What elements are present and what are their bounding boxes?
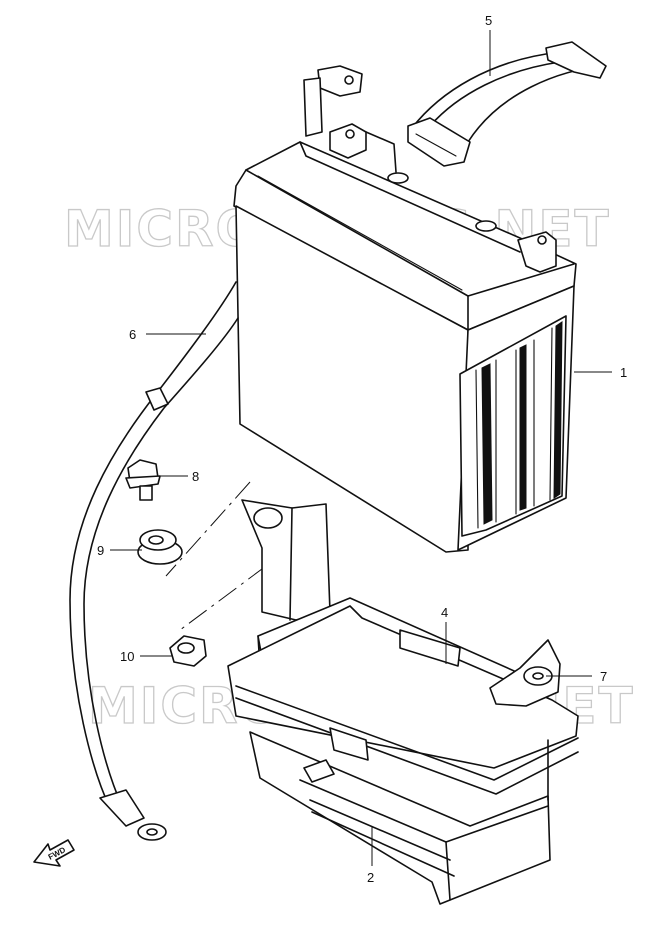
alignment-line-lower	[179, 565, 267, 631]
callout-8: 8	[192, 469, 199, 484]
bolt[interactable]	[125, 459, 161, 501]
battery-strap[interactable]	[407, 41, 607, 167]
callout-9: 9	[97, 543, 104, 558]
callout-5: 5	[485, 13, 492, 28]
collar[interactable]	[169, 635, 207, 667]
grommet[interactable]	[137, 529, 183, 565]
battery-cable[interactable]	[69, 281, 239, 841]
callout-6: 6	[129, 327, 136, 342]
callout-4: 4	[441, 605, 448, 620]
callout-2: 2	[367, 870, 374, 885]
callout-1: 1	[620, 365, 627, 380]
callout-7: 7	[600, 669, 607, 684]
tray-pad[interactable]	[399, 629, 461, 667]
forward-direction-arrow: FWD	[33, 839, 75, 867]
battery[interactable]	[233, 123, 577, 553]
battery-tray[interactable]	[227, 499, 579, 905]
callout-10: 10	[120, 649, 134, 664]
alignment-line-upper	[165, 481, 251, 577]
positive-terminal-bracket	[303, 65, 363, 137]
